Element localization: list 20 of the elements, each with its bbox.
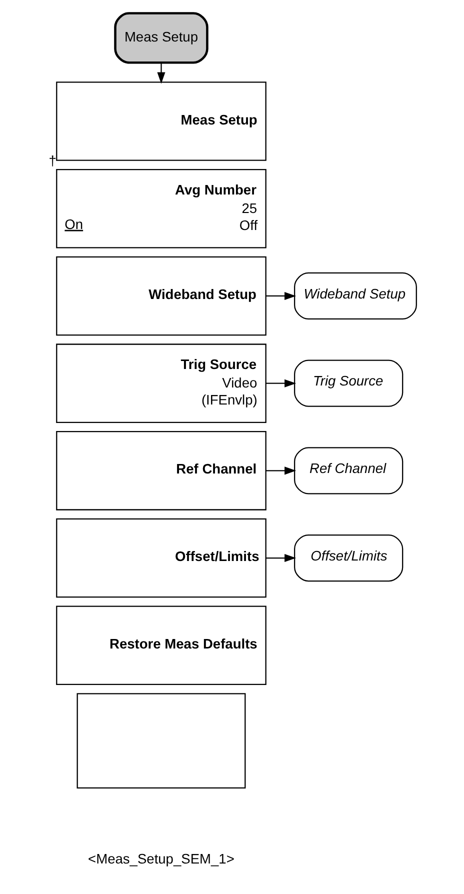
node-box: Restore Meas Defaults: [56, 606, 266, 686]
node-box: Trig Source Video (IFEnvlp): [56, 344, 266, 423]
node-box: Ref Channel: [56, 431, 266, 510]
node-box: Meas Setup: [56, 82, 266, 161]
node-box: Meas Setup: [114, 12, 208, 64]
node-box: Trig Source: [294, 360, 403, 407]
node-box: Offset/Limits: [56, 518, 266, 598]
node-box: Ref Channel: [294, 447, 403, 494]
arrow: [265, 379, 296, 388]
node-box: [76, 693, 246, 788]
label: <Meas_Setup_SEM_1>: [88, 852, 234, 867]
node-box: Wideband Setup: [56, 256, 266, 336]
arrow: [156, 62, 165, 84]
arrow: [265, 292, 296, 300]
arrow: [265, 554, 296, 562]
node-box: Offset/Limits: [294, 534, 403, 582]
node-box: Wideband Setup: [294, 272, 416, 320]
node-label: †: [48, 154, 56, 169]
arrow: [265, 466, 296, 475]
node-box: Avg Number 25 On Off: [56, 168, 266, 248]
